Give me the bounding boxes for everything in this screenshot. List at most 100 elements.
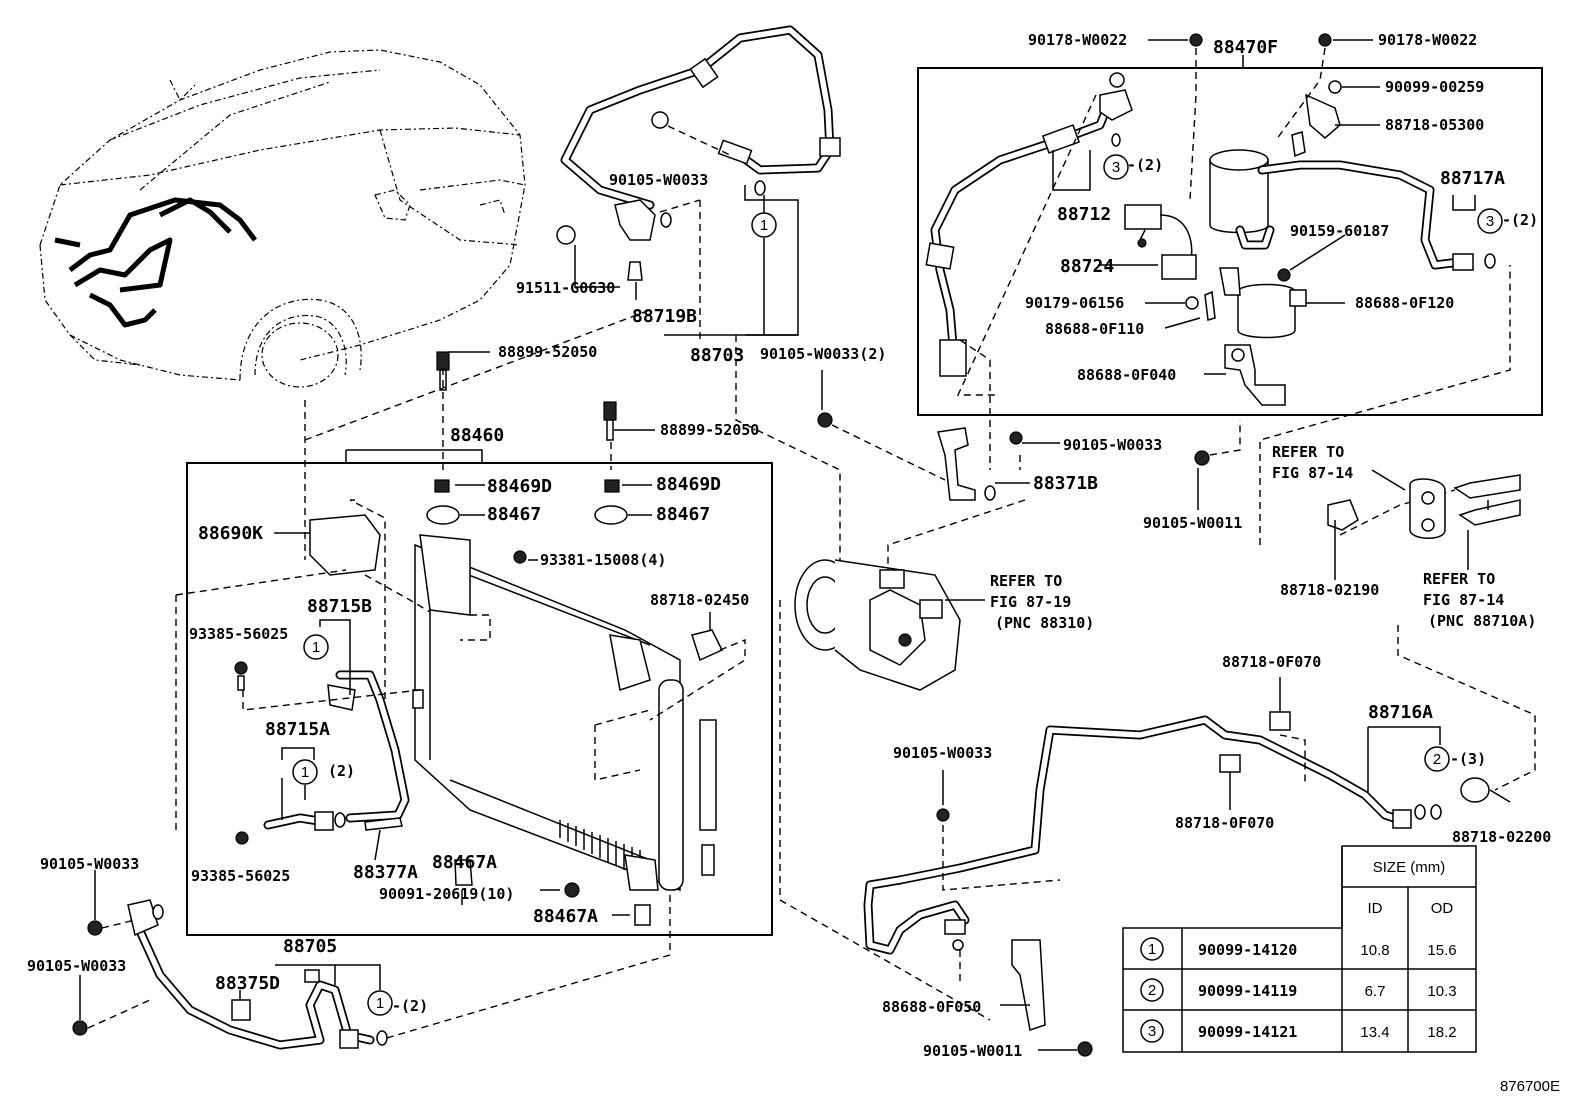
label-88703: 88703: [690, 345, 744, 366]
label-88470F: 88470F: [1213, 37, 1278, 58]
label-90105-W0033-left1: 90105-W0033: [40, 855, 139, 873]
svg-text:2: 2: [1433, 751, 1441, 768]
part-labels: 90178-W0022 88470F 90178-W0022 90099-002…: [27, 31, 1551, 1060]
leaders-condenser: [175, 309, 991, 1041]
label-88718-05300: 88718-05300: [1385, 116, 1484, 134]
label-88469D-b: 88469D: [656, 474, 721, 495]
figure-id: 876700E: [1500, 1078, 1560, 1095]
svg-text:3: 3: [1148, 1023, 1156, 1040]
size-table-col-id: ID: [1368, 900, 1383, 917]
label-88377A: 88377A: [353, 862, 418, 883]
svg-text:10.8: 10.8: [1360, 942, 1389, 959]
svg-text:1: 1: [312, 639, 320, 656]
label-88371B: 88371B: [1033, 473, 1098, 494]
callout-1-88715B: 1: [303, 634, 329, 660]
svg-text:90099-14120: 90099-14120: [1198, 941, 1297, 959]
size-table-row: 1 90099-14120 10.8 15.6: [1140, 937, 1457, 961]
label-88712-qty: -(2): [1127, 156, 1163, 174]
label-88688-0F050: 88688-0F050: [882, 998, 981, 1016]
bracket-88460: [346, 449, 483, 463]
ref-compressor-3: (PNC 88310): [995, 614, 1094, 632]
compressor-reference: [794, 559, 961, 691]
vehicle-outline: [39, 49, 526, 388]
size-table-col-od: OD: [1431, 900, 1454, 917]
ref-fig2-2: FIG 87-14: [1423, 591, 1504, 609]
svg-text:90099-14119: 90099-14119: [1198, 982, 1297, 1000]
svg-text:15.6: 15.6: [1427, 942, 1456, 959]
svg-text:6.7: 6.7: [1365, 983, 1386, 1000]
label-88460: 88460: [450, 425, 504, 446]
callout-3-88717A: 3: [1477, 208, 1503, 234]
callout-2-88716A: 2: [1424, 746, 1450, 772]
ref-fig2-3: (PNC 88710A): [1428, 612, 1536, 630]
svg-text:10.3: 10.3: [1427, 983, 1456, 1000]
label-88688-0F040: 88688-0F040: [1077, 366, 1176, 384]
label-93381-15008: 93381-15008(4): [540, 551, 666, 569]
callout-1-88715A: 1: [292, 759, 318, 785]
label-88718-02200: 88718-02200: [1452, 828, 1551, 846]
leaders-right: [1334, 469, 1489, 580]
label-88717A: 88717A: [1440, 168, 1505, 189]
ref-compressor-1: REFER TO: [990, 572, 1062, 590]
o-ring-callouts: 1 1 1 1 3 3 2: [292, 154, 1503, 1016]
label-91511-G0630: 91511-G0630: [516, 279, 615, 297]
label-90178-W0022-right: 90178-W0022: [1378, 31, 1477, 49]
label-88467A-b: 88467A: [533, 906, 598, 927]
box-88470F: [917, 67, 1543, 416]
svg-text:18.2: 18.2: [1427, 1024, 1456, 1041]
label-93385-56025-a: 93385-56025: [189, 625, 288, 643]
size-table-title: SIZE (mm): [1373, 859, 1446, 876]
label-88688-0F110: 88688-0F110: [1045, 320, 1144, 338]
svg-text:1: 1: [760, 217, 768, 234]
label-90099-00259: 90099-00259: [1385, 78, 1484, 96]
label-88705: 88705: [283, 936, 337, 957]
o-ring-size-table: SIZE (mm) ID OD 1 90099-14120 10.8 15.6 …: [1122, 845, 1477, 1053]
label-88718-0F070-a: 88718-0F070: [1222, 653, 1321, 671]
label-88718-02450: 88718-02450: [650, 591, 749, 609]
ref-compressor-2: FIG 87-19: [990, 593, 1071, 611]
condenser-assembly: [234, 351, 724, 926]
label-90105-W0011-mid: 90105-W0011: [1143, 514, 1242, 532]
label-90105-W0011-low: 90105-W0011: [923, 1042, 1022, 1060]
suction-line-88716A: [863, 711, 1490, 1057]
label-88715B: 88715B: [307, 596, 372, 617]
receiver-dryer-assembly: [925, 33, 1496, 406]
label-90105-W0033-top: 90105-W0033: [609, 171, 708, 189]
label-88899-52050-a: 88899-52050: [498, 343, 597, 361]
pressure-switch-refer: [1327, 474, 1521, 539]
label-88469D-a: 88469D: [487, 476, 552, 497]
svg-text:2: 2: [1148, 982, 1156, 999]
callout-1-88705: 1: [367, 990, 393, 1016]
label-90105-W0033-left2: 90105-W0033: [27, 957, 126, 975]
leaders-88716A: [942, 625, 1536, 1051]
liquid-line-88705: [72, 899, 388, 1050]
label-88719B: 88719B: [632, 306, 697, 327]
label-88467A-a: 88467A: [432, 852, 497, 873]
discharge-hose-88703: [556, 25, 841, 281]
ref-fig1-1: REFER TO: [1272, 443, 1344, 461]
leaders-88705: [79, 870, 381, 1029]
svg-text:3: 3: [1112, 159, 1120, 176]
label-88718-02190: 88718-02190: [1280, 581, 1379, 599]
svg-text:1: 1: [376, 995, 384, 1012]
label-88724: 88724: [1060, 256, 1114, 277]
label-88716A-qty: -(3): [1450, 750, 1486, 768]
bracket-88371B: [817, 412, 1210, 501]
label-88705-qty: -(2): [392, 997, 428, 1015]
size-table-row: 3 90099-14121 13.4 18.2: [1140, 1019, 1457, 1043]
label-90105-W0033-low: 90105-W0033: [893, 744, 992, 762]
label-90091-20619: 90091-20619(10): [379, 885, 514, 903]
callout-1-hose: 1: [751, 212, 777, 238]
label-90159-60187: 90159-60187: [1290, 222, 1389, 240]
label-88688-0F120: 88688-0F120: [1355, 294, 1454, 312]
box-88460: [186, 462, 773, 936]
label-90179-06156: 90179-06156: [1025, 294, 1124, 312]
label-88715A-qty: (2): [328, 762, 355, 780]
engine-harness: [54, 197, 257, 328]
leaders-mid: [821, 265, 1511, 570]
label-88715A: 88715A: [265, 719, 330, 740]
leaders-88470F: [956, 39, 1476, 470]
label-88467-b: 88467: [656, 504, 710, 525]
label-88375D: 88375D: [215, 973, 280, 994]
